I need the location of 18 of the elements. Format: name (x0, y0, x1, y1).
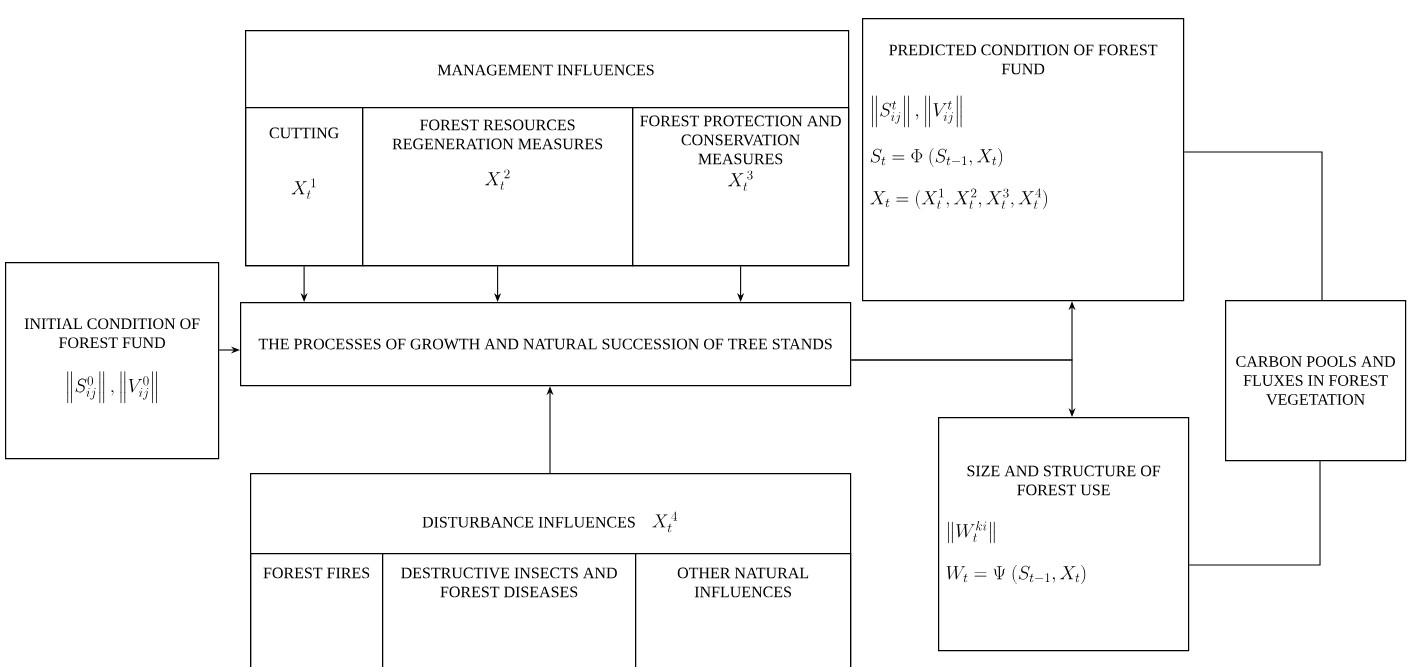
cell-box: CUTTING $X_t^{\,1}$ (245, 107, 364, 267)
arrow (850, 359, 1076, 417)
panel-heading: DISTURBANCE INFLUENCES $X_t^{\,4}$ (422, 511, 678, 533)
cell-box: FOREST RESOURCES REGENERATION MEASURES $X_t^{\,2}$ (362, 107, 634, 267)
connector-line (1183, 151, 1323, 301)
cell-box: FOREST FIRES (250, 553, 384, 667)
cell-box: FOREST PROTECTION AND CONSERVATION MEASURES $X_t^{\,3}$ (632, 107, 850, 267)
arrow (494, 265, 502, 302)
panel-heading: MANAGEMENT INFLUENCES (437, 64, 654, 76)
cell-box: DESTRUCTIVE INSECTS AND FOREST DISEASES (382, 553, 637, 667)
formula-box: SIZE AND STRUCTURE OF FOREST USE $\left\|W_t^{ki}\right\|$ $W_t=\Psi\ (S_{t-1},X_t)$ (938, 417, 1190, 652)
arrow (737, 265, 745, 302)
cell-box: OTHER NATURAL INFLUENCES (635, 553, 852, 667)
formula-box: PREDICTED CONDITION OF FOREST FUND $\left\|S^t_{ij}\right\|,\left\|V^t_{ij}\right\|$ $S_t=\Phi\ (S_{t-1},X_t)$ $X_t=(X_t^1,X_t^2,X_t^3,X_t^4)$ (862, 18, 1185, 302)
process-box: THE PROCESSES OF GROWTH AND NATURAL SUCCESSION OF TREE STANDS (240, 302, 852, 387)
connector-line (1188, 460, 1321, 566)
process-box: CARBON POOLS AND FLUXES IN FOREST VEGETATION (1225, 300, 1407, 462)
formula-box: INITIAL CONDITION OF FOREST FUND $\left\|S^0_{ij}\right\|,\left\|V^0_{ij}\right\|$ (5, 262, 220, 460)
